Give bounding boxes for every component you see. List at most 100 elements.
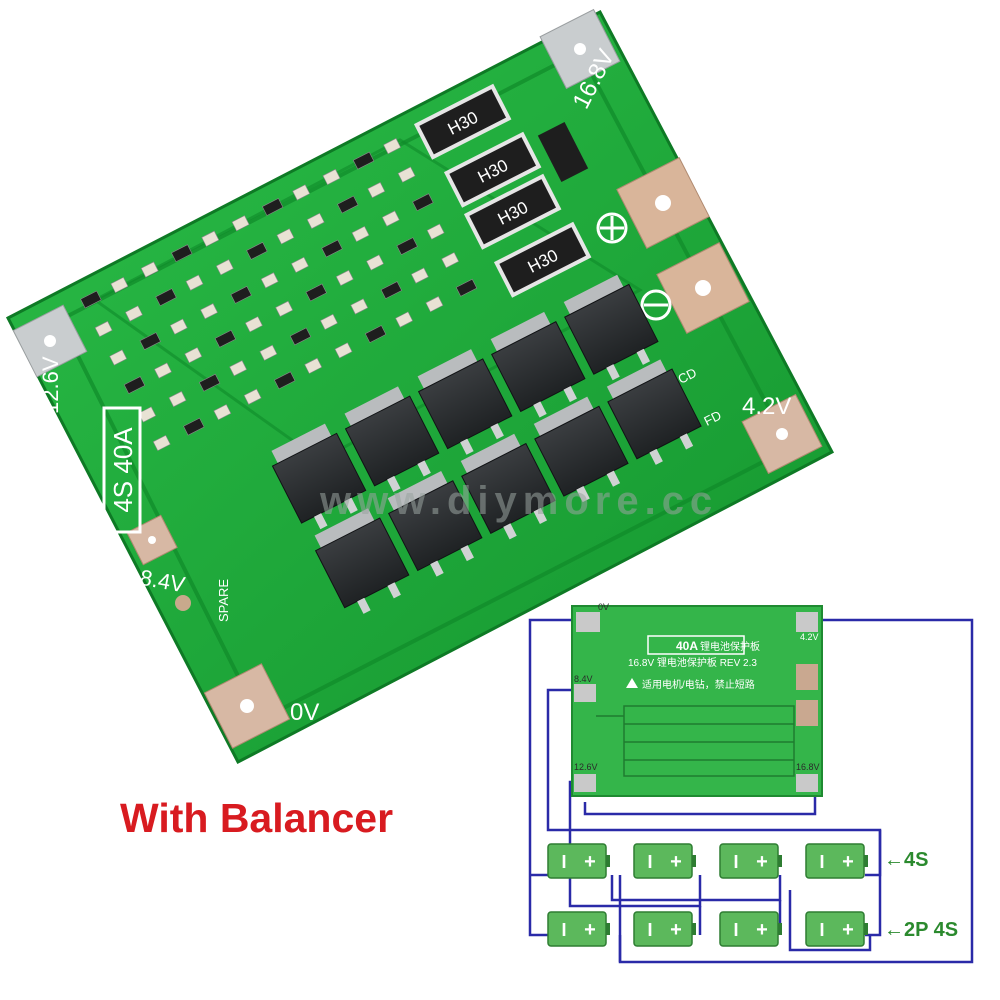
smd-ic xyxy=(289,327,312,346)
cell-minus-label: I xyxy=(561,852,566,872)
smd-ic xyxy=(198,373,221,392)
smd-ic xyxy=(352,151,375,170)
smd-ic xyxy=(337,195,359,214)
smd-ic xyxy=(139,332,161,351)
smd-resistor xyxy=(244,316,263,333)
smd-resistor xyxy=(410,267,429,284)
battery-cell: I+ xyxy=(547,843,610,879)
smd-resistor xyxy=(441,252,460,269)
label-0v: 0V xyxy=(290,699,319,726)
smd-ic xyxy=(246,241,268,260)
cell-minus-label: I xyxy=(733,852,738,872)
smd-resistor xyxy=(185,274,204,291)
label-spare: SPARE xyxy=(216,579,231,622)
smd-ic xyxy=(183,417,205,436)
diagram-pad-12-6v xyxy=(574,774,596,792)
smd-resistor xyxy=(367,182,386,199)
smd-resistor xyxy=(125,305,143,322)
battery-cell: I+ xyxy=(805,843,868,879)
smd-ic xyxy=(412,193,434,212)
diagram-pin-8-4v: 8.4V xyxy=(574,674,593,684)
diagram-pin-0v: 0V xyxy=(598,602,609,612)
cell-minus-label: I xyxy=(647,852,652,872)
smd-resistor xyxy=(304,357,323,374)
smd-ic xyxy=(230,285,252,304)
smd-components xyxy=(80,138,478,452)
cell-plus-label: + xyxy=(584,919,596,941)
mosfet-array xyxy=(271,274,702,614)
label-12-6v: 12.6V xyxy=(38,356,63,414)
smd-resistor xyxy=(366,254,384,271)
pad-positive xyxy=(616,157,710,249)
smd-resistor xyxy=(292,184,311,201)
diagram-pad-positive xyxy=(796,664,818,690)
smd-resistor xyxy=(168,391,187,408)
smd-ic xyxy=(155,288,177,307)
config-label-box: 4S 40A xyxy=(102,406,142,534)
mosfet xyxy=(563,274,659,381)
pad-negative xyxy=(656,242,750,334)
battery-cell: I+ xyxy=(633,911,696,947)
cell-minus-label: I xyxy=(647,920,652,940)
diagram-board-title-cn: 锂电池保护板 xyxy=(700,640,760,653)
smd-resistor xyxy=(426,223,445,240)
diagram-board-title: 40A xyxy=(676,639,698,653)
mosfet xyxy=(314,508,410,614)
smd-resistor xyxy=(110,276,129,294)
smd-resistor xyxy=(397,166,416,183)
smd-resistor xyxy=(94,320,113,338)
cell-plus-label: + xyxy=(670,919,682,941)
smd-ic xyxy=(274,371,296,390)
smd-ic xyxy=(364,325,387,344)
shunt-resistors: H30 H30 H30 H30 xyxy=(413,83,592,298)
smd-resistor xyxy=(213,404,232,421)
cell-plus-label: + xyxy=(842,851,854,873)
wiring-diagram: 40A 锂电池保护板 16.8V 锂电池保护板 REV 2.3 适用电机/电钻，… xyxy=(528,602,974,964)
smd-resistor xyxy=(231,215,250,232)
pad-12-6v xyxy=(12,304,88,378)
cell-plus-label: + xyxy=(756,919,768,941)
mosfet xyxy=(344,386,440,492)
smd-resistor xyxy=(351,225,370,243)
smd-resistor xyxy=(334,342,353,359)
smd-resistor xyxy=(350,298,369,315)
smd-resistor xyxy=(140,261,159,278)
smd-ic xyxy=(321,239,343,258)
smd-ic xyxy=(80,290,102,309)
mosfet xyxy=(533,396,629,503)
row-4s-label: ←4S xyxy=(884,849,928,871)
battery-cell: I+ xyxy=(719,911,782,947)
battery-cell: I+ xyxy=(805,911,868,947)
smd-resistor xyxy=(152,434,171,452)
battery-cells: I+I+I+I+I+I+I+I+ xyxy=(547,843,868,947)
battery-cell: I+ xyxy=(633,843,696,879)
bms-pcb-board: H30 H30 H30 H30 16.8V 12.6V 4S xyxy=(5,8,835,765)
mosfet xyxy=(460,433,556,540)
smd-resistor xyxy=(395,311,414,328)
battery-cell: I+ xyxy=(547,911,610,947)
smd-resistor xyxy=(381,210,400,227)
cell-plus-label: + xyxy=(584,851,596,873)
smd-ic xyxy=(305,283,327,302)
diagram-pad-4-2v xyxy=(796,612,818,632)
smd-resistor xyxy=(291,256,309,273)
smd-resistor xyxy=(229,360,248,377)
cell-minus-label: I xyxy=(819,852,824,872)
smd-ic xyxy=(214,329,237,348)
diagram-pad-0v xyxy=(576,612,600,632)
cell-plus-label: + xyxy=(842,919,854,941)
pad-16-8v xyxy=(539,8,621,90)
diagram-board: 40A 锂电池保护板 16.8V 锂电池保护板 REV 2.3 适用电机/电钻，… xyxy=(571,602,823,797)
smd-resistor xyxy=(201,230,220,247)
row-2p4s-label: ←2P 4S xyxy=(884,919,958,941)
diagram-board-subtitle: 16.8V 锂电池保护板 REV 2.3 xyxy=(628,656,757,669)
smd-resistor xyxy=(335,269,354,286)
diagram-board-warning: 适用电机/电钻，禁止短路 xyxy=(642,678,755,691)
cell-minus-label: I xyxy=(561,920,566,940)
diagram-pad-negative xyxy=(796,700,818,726)
smd-ic xyxy=(261,197,284,216)
diode xyxy=(537,122,589,182)
mosfet xyxy=(606,359,702,465)
smd-resistor xyxy=(275,300,294,317)
